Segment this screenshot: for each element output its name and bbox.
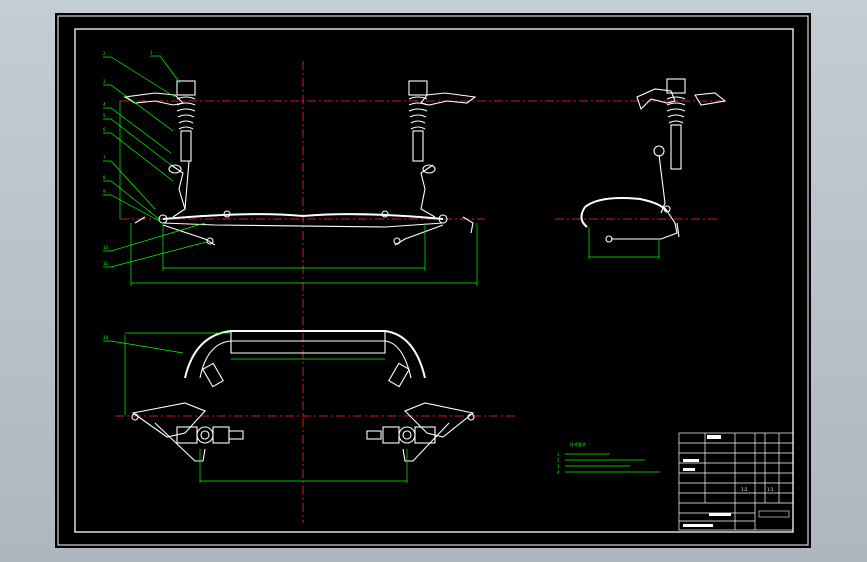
- technical-notes: 技术要求 1. 2. 3. 4.: [557, 441, 660, 475]
- title-sheet: 1:1: [767, 487, 774, 492]
- note-2: 2.: [557, 458, 561, 463]
- title-block: 1:2 1:1: [678, 432, 794, 531]
- cad-viewport[interactable]: 1 2 3 4 5 6 7 8 9 10 11 18 技术要求 1. 2. 3.…: [55, 13, 811, 548]
- balloon-10: 10: [103, 245, 109, 250]
- left-strut: [123, 80, 196, 218]
- balloon-7: 7: [103, 155, 106, 160]
- note-4: 4.: [557, 470, 561, 475]
- balloon-9: 9: [103, 189, 106, 194]
- inner-border: [74, 28, 794, 533]
- balloon-18: 18: [103, 335, 109, 340]
- balloon-4: 4: [103, 102, 106, 107]
- balloon-2: 2: [103, 51, 106, 56]
- balloon-1: 1: [150, 50, 153, 55]
- balloon-3: 3: [103, 79, 106, 84]
- balloon-11: 11: [103, 261, 109, 266]
- right-strut: [408, 80, 477, 218]
- dimensions: [119, 101, 660, 483]
- balloon-5: 5: [103, 113, 106, 118]
- stabilizer-bar-top: [184, 330, 426, 379]
- notes-title: 技术要求: [570, 441, 586, 447]
- suspension-drawing: 1 2 3 4 5 6 7 8 9 10 11 18 技术要求 1. 2. 3.…: [57, 15, 809, 546]
- part-leaders: 1 2 3 4 5 6 7 8 9 10 11 18: [103, 50, 211, 354]
- right-hub: [366, 426, 436, 444]
- side-view: [580, 78, 727, 243]
- outer-border: [57, 15, 809, 546]
- balloon-8: 8: [103, 175, 106, 180]
- note-1: 1.: [557, 452, 561, 457]
- top-view: [131, 330, 475, 462]
- note-3: 3.: [557, 464, 561, 469]
- balloon-6: 6: [103, 127, 106, 132]
- title-scale: 1:2: [741, 487, 748, 492]
- front-view: [123, 80, 477, 246]
- stabilizer-bar: [162, 213, 444, 220]
- left-hub: [176, 426, 244, 444]
